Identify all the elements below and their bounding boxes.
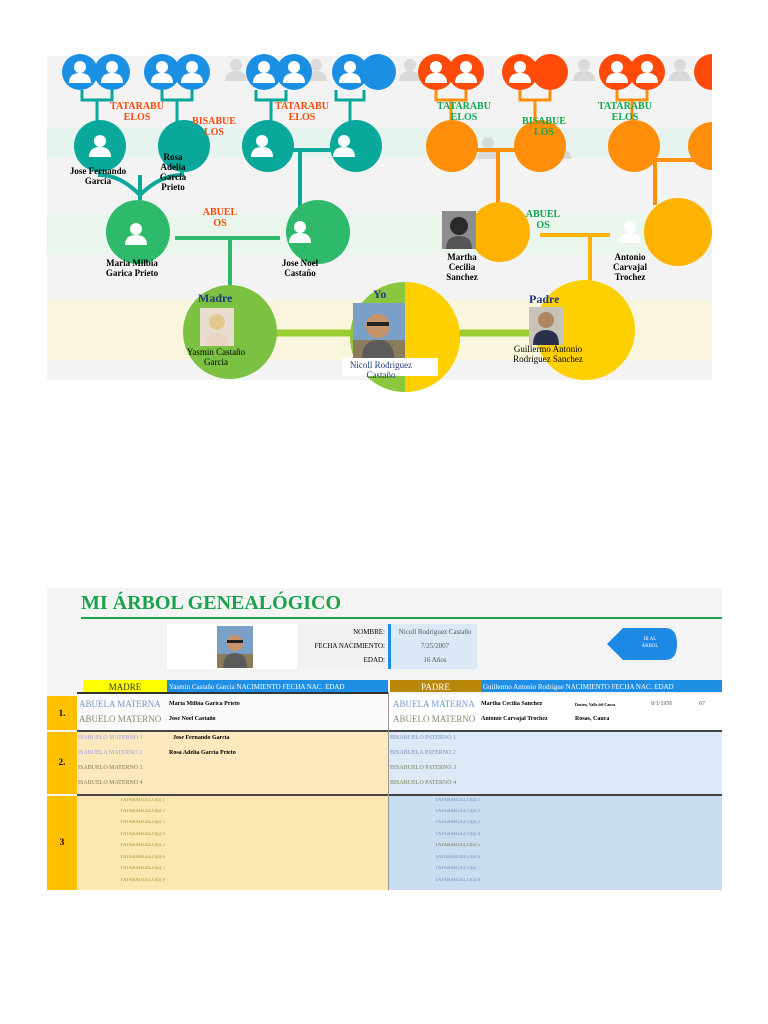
- ancestor-row-great: [74, 120, 712, 172]
- bisabuelo-materno-2-label: ISABUELA MATERNO 2: [78, 750, 143, 756]
- tatarabuelos-label: TATARABU ELOS: [275, 101, 329, 123]
- abuelo-paterno-place[interactable]: Rosas, Cauca: [575, 716, 610, 722]
- tatarabuelo-paterno-2: TATARABUELO(a) 2: [435, 809, 480, 814]
- bisabuelo-materno-1-label: ISABUELO MATERNO 1: [78, 735, 143, 741]
- ancestor-row-grandparents: [106, 198, 712, 266]
- person-guillermo: Guillermo Antonio Rodriguez Sanchez: [513, 344, 583, 364]
- abuela-paterna-place[interactable]: Darien, Valle del Cauca: [575, 702, 616, 707]
- abuela-paterna-age[interactable]: 67: [699, 701, 705, 707]
- tatarabuelo-materno-5: TATARABUELO(a) 5: [120, 843, 165, 848]
- madre-header-detail: Yasmin Castaño Garcia NACIMIENTO FECHA N…: [169, 683, 345, 691]
- yasmin-photo: [200, 308, 234, 346]
- madre-header: MADRE: [108, 682, 142, 692]
- bisabuelo-materno-3-label: ISABUELO MATERNO 3: [78, 765, 143, 771]
- person-rosa-adelia: Rosa Adelia Garcia Prieto: [159, 152, 187, 192]
- genealogy-sheet: MI ÁRBOL GENEALÓGICO NOMBRE: FECHA NACIM…: [47, 588, 722, 890]
- tatarabuelo-materno-8: TATARABUELO(a) 8: [120, 878, 165, 883]
- abuelo-paterno-label: ABUELO MATERNO: [393, 714, 476, 724]
- ancestor-row-top: [62, 54, 712, 90]
- tatarabuelo-materno-4: TATARABUELO(a) 4: [120, 832, 165, 837]
- abuela-materna-value[interactable]: Maria Milbia Garica Prieto: [169, 701, 240, 707]
- nombre-value[interactable]: Nicoll Rodriguez Castaño: [398, 628, 472, 636]
- section-2: 2.: [58, 757, 66, 767]
- abuela-paterna-value[interactable]: Martha Cecilia Sanchez: [481, 701, 543, 707]
- abuelo-materno-value[interactable]: Jose Noel Castaño: [169, 716, 216, 722]
- bisabuelos-label: BISABUE LOS: [192, 116, 236, 138]
- padre-label: Padre: [529, 292, 560, 306]
- nicoll-photo: [353, 303, 405, 359]
- tatarabuelo-paterno-6: TATARABUELO(a) 6: [435, 855, 480, 860]
- tatarabuelo-materno-2: TATARABUELO(a) 2: [120, 809, 165, 814]
- bisabuelo-paterno-4-label: BISABUELO PATERNO 4: [390, 780, 457, 786]
- guillermo-photo: [529, 307, 563, 345]
- tatarabuelo-paterno-8: TATARABUELO(a) 8: [435, 878, 480, 883]
- person-yasmin: Yasmin Castaño Garcia: [186, 347, 246, 367]
- photo-cell: [167, 624, 297, 669]
- abuelos-label: ABUEL OS: [202, 207, 238, 229]
- abuela-materna-label: ABUELA MATERNA: [79, 699, 161, 709]
- tatarabuelos-label: TATARABU ELOS: [598, 101, 652, 123]
- family-tree: TATARABU ELOS BISABUE LOS TATARABU ELOS …: [0, 0, 768, 400]
- section-3: 3: [59, 837, 65, 847]
- person-jose-noel: Jose Noel Castaño: [281, 258, 319, 278]
- bisabuelo-paterno-1-label: BISABUELO PATERNO 1: [390, 735, 457, 741]
- madre-label: Madre: [198, 291, 233, 305]
- fecha-value[interactable]: 7/25/2007: [420, 642, 450, 650]
- tatarabuelo-paterno-3: TATARABUELO(a) 3: [435, 820, 480, 825]
- tatarabuelo-paterno-1: TATARABUELO(a) 1: [435, 798, 480, 803]
- tatarabuelo-paterno-4: TATARABUELO(a) 4: [435, 832, 480, 837]
- tatarabuelo-materno-1: TATARABUELO(a) 1: [120, 798, 165, 803]
- person-jose-fernando: Jose Fernando Garcia: [69, 166, 127, 186]
- bisabuelo-materno-1-value[interactable]: Jose Fernando Garcia: [173, 735, 230, 741]
- sheet-title: MI ÁRBOL GENEALÓGICO: [81, 592, 342, 614]
- padre-header: PADRE: [421, 682, 450, 692]
- section-1: 1.: [58, 708, 66, 718]
- profile-photo: [217, 626, 253, 668]
- padre-circle: [535, 280, 635, 380]
- bisabuelo-materno-4-label: ISABUELO MATERNO 4: [78, 780, 143, 786]
- tree-graphic: [47, 54, 712, 392]
- abuelo-paterno-value[interactable]: Antonio Carvajal Trochez: [481, 716, 548, 722]
- abuelo-materno-label: ABUELO MATERNO: [79, 714, 162, 724]
- edad-value[interactable]: 16 Años: [423, 656, 447, 664]
- bisabuelo-materno-2-value[interactable]: Rosa Adelia Garcia Prieto: [169, 750, 236, 756]
- ir-al-arbol-label[interactable]: IR AL ÁRBOL: [641, 637, 659, 649]
- person-antonio: Antonio Carvajal Trochez: [613, 252, 647, 282]
- tatarabuelo-materno-3: TATARABUELO(a) 3: [120, 820, 165, 825]
- title-underline: [81, 617, 722, 619]
- ir-al-arbol-button[interactable]: [605, 626, 679, 662]
- edad-label: EDAD:: [363, 656, 385, 664]
- person-maria-milbia: Maria Milbia Garica Prieto: [105, 258, 159, 278]
- abuela-paterna-label: ABUELA MATERNA: [393, 699, 475, 709]
- nombre-label: NOMBRE:: [353, 628, 385, 636]
- padre-header-detail: Guillermo Antonio Rodrigue NACIMIENTO FE…: [483, 683, 674, 691]
- bisabuelo-paterno-3-label: BISABUELO PATERNO 3: [390, 765, 457, 771]
- tatarabuelo-paterno-7: TATARABUELO(a) 7: [435, 866, 480, 871]
- tatarabuelos-label: TATARABU ELOS: [110, 101, 164, 123]
- abuela-paterna-date[interactable]: 8/1/1956: [651, 701, 673, 707]
- person-martha: Martha Cecilia Sanchez: [446, 252, 478, 282]
- tatarabuelo-paterno-5: TATARABUELO(a) 5: [435, 843, 480, 848]
- yo-label: Yo: [373, 287, 387, 301]
- fecha-label: FECHA NACIMIENTO:: [314, 642, 385, 650]
- bisabuelos-label: BISABUE LOS: [522, 116, 566, 138]
- tatarabuelo-materno-7: TATARABUELO(a) 7: [120, 866, 165, 871]
- abuelos-label: ABUEL OS: [525, 209, 561, 231]
- person-nicoll: Nicoll Rodriguez Castaño: [349, 360, 413, 380]
- tatarabuelo-materno-6: TATARABUELO(a) 6: [120, 855, 165, 860]
- bisabuelo-paterno-2-label: BISABUELA PATERNO 2: [390, 750, 456, 756]
- tatarabuelos-label: TATARABU ELOS: [437, 101, 491, 123]
